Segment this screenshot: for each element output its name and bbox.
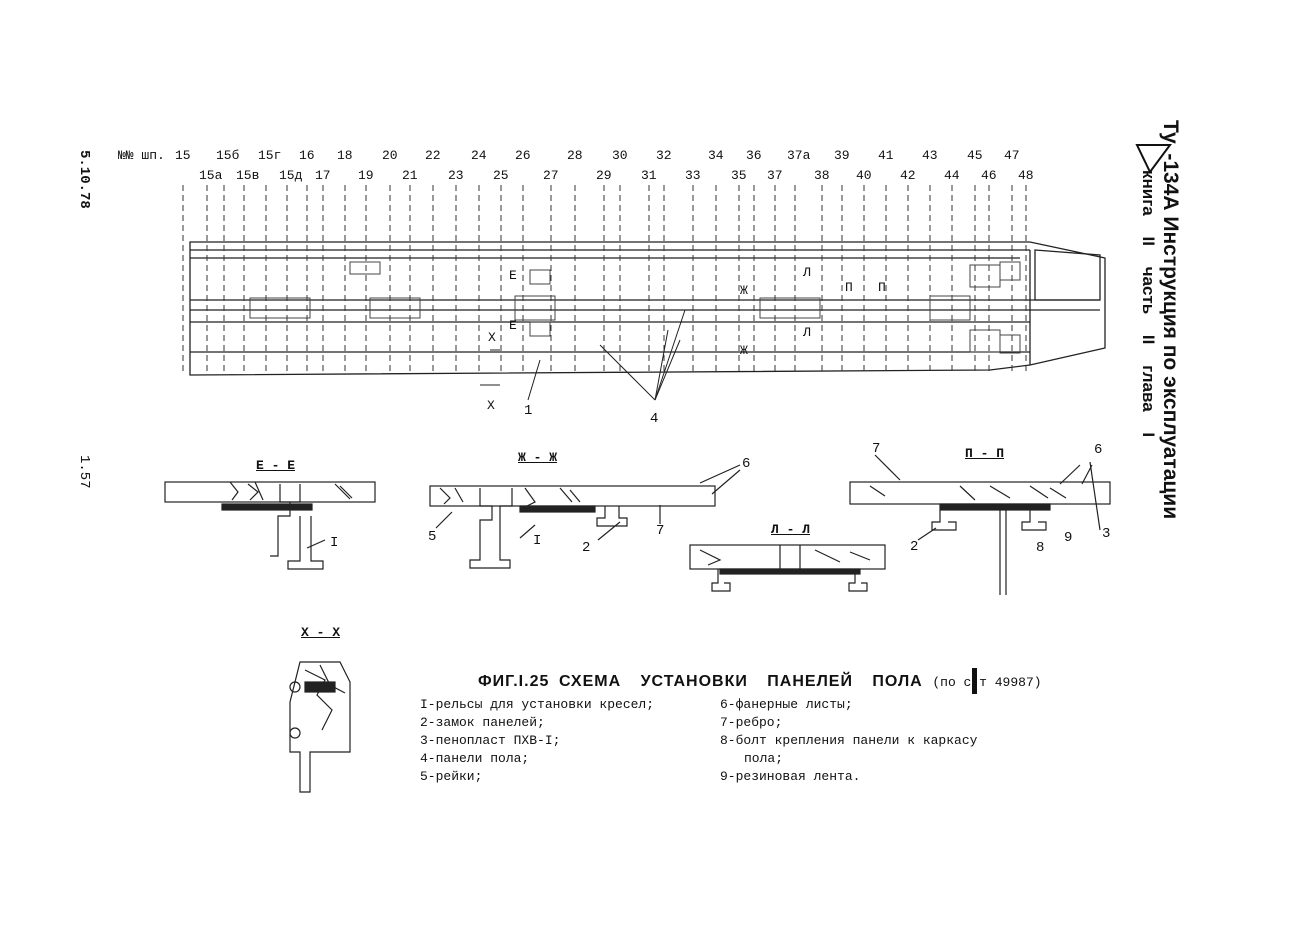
e-callout-1: I (330, 535, 339, 551)
frame-label-bottom: 17 (315, 168, 331, 183)
frame-label-top: 15б (216, 148, 240, 163)
frame-label-top: 47 (1004, 148, 1020, 163)
legend-item: 8-болт крепления панели к каркасу (720, 733, 978, 748)
frame-label-top: 16 (299, 148, 315, 163)
p-callout-9: 9 (1064, 530, 1073, 546)
figure-title: СХЕМА УСТАНОВКИ ПАНЕЛЕЙ ПОЛА (558, 673, 923, 690)
frame-label-bottom: 48 (1018, 168, 1034, 183)
frame-label-top: 36 (746, 148, 762, 163)
frame-label-bottom: 46 (981, 168, 997, 183)
logo-text: Ту (1159, 120, 1182, 144)
section-title-l: Л - Л (771, 522, 811, 537)
frame-label-top: 41 (878, 148, 894, 163)
frame-label-top: 28 (567, 148, 583, 163)
frame-label-top: 30 (612, 148, 628, 163)
frame-label-bottom: 25 (493, 168, 509, 183)
date-stamp: 5.10.78 (76, 150, 92, 209)
frame-label-top: 22 (425, 148, 441, 163)
frame-label-bottom: 38 (814, 168, 830, 183)
frame-label-top: 15г (258, 148, 282, 163)
section-mark-p-right: П (878, 280, 886, 295)
zh-callout-7: 7 (656, 523, 665, 539)
section-mark-x-top: Х (488, 330, 496, 345)
frame-label-bottom: 15в (236, 168, 260, 183)
frame-label-bottom: 21 (402, 168, 418, 183)
plan-callout-4: 4 (650, 411, 659, 427)
frame-label-bottom: 15а (199, 168, 223, 183)
page-number: 1.57 (76, 455, 92, 489)
frame-label-top: 20 (382, 148, 398, 163)
legend-item: I-рельсы для установки кресел; (420, 697, 655, 712)
frame-label-top: 32 (656, 148, 672, 163)
section-mark-l-top: Л (803, 265, 811, 280)
legend-item: 4-панели пола; (420, 751, 530, 766)
legend-item: 6-фанерные листы; (720, 697, 853, 712)
section-mark-x-bottom: Х (487, 398, 495, 413)
doc-subtitle: книга II часть II глава I (1139, 170, 1158, 438)
frame-label-top: 39 (834, 148, 850, 163)
frame-label-bottom: 19 (358, 168, 374, 183)
section-mark-e-top: Е (509, 268, 517, 283)
legend-right: 6-фанерные листы; 7-ребро; 8-болт крепле… (720, 696, 977, 786)
legend-item: пола; (744, 751, 784, 766)
frame-label-bottom: 42 (900, 168, 916, 183)
p-callout-7: 7 (872, 441, 881, 457)
frame-label-top: 34 (708, 148, 724, 163)
section-mark-zh-bottom: Ж (740, 343, 748, 358)
frame-label-bottom: 37 (767, 168, 783, 183)
frame-label-top: 24 (471, 148, 487, 163)
frame-label-bottom: 23 (448, 168, 464, 183)
figure-caption: ФИГ.I.25 СХЕМА УСТАНОВКИ ПАНЕЛЕЙ ПОЛА (п… (478, 673, 1042, 691)
section-title-p: П - П (965, 446, 1005, 461)
frame-label-bottom: 33 (685, 168, 701, 183)
p-callout-2: 2 (910, 539, 919, 555)
frame-label-top: 43 (922, 148, 938, 163)
frame-label-bottom: 15д (279, 168, 303, 183)
figure-number: ФИГ.I.25 (478, 673, 550, 690)
legend-item: 2-замок панелей; (420, 715, 545, 730)
p-callout-6: 6 (1094, 442, 1103, 458)
frame-label-top: 15 (175, 148, 191, 163)
frame-label-bottom: 31 (641, 168, 657, 183)
legend-item: 3-пенопласт ПХВ-I; (420, 733, 561, 748)
frame-label-bottom: 40 (856, 168, 872, 183)
zh-callout-1: I (533, 533, 542, 549)
zh-callout-6: 6 (742, 456, 751, 472)
plan-callout-1: 1 (524, 403, 533, 419)
frame-label-bottom: 35 (731, 168, 747, 183)
frame-label-top: 45 (967, 148, 983, 163)
legend-item: 5-рейки; (420, 769, 483, 784)
frame-label-bottom: 29 (596, 168, 612, 183)
section-mark-zh-top: Ж (740, 283, 748, 298)
section-title-e: Е - Е (256, 458, 296, 473)
legend-item: 9-резиновая лента. (720, 769, 861, 784)
frame-prefix: №№ шп. (118, 148, 165, 163)
zh-callout-2: 2 (582, 540, 591, 556)
section-mark-l-bottom: Л (803, 325, 811, 340)
p-callout-3: 3 (1102, 526, 1111, 542)
figure-reference: (по с-т 49987) (932, 675, 1042, 690)
frame-label-bottom: 27 (543, 168, 559, 183)
zh-callout-5: 5 (428, 529, 437, 545)
frame-label-bottom: 44 (944, 168, 960, 183)
doc-header: Ту -134А Инструкция по эксплуатации (1158, 120, 1182, 519)
section-title-x: Х - Х (301, 625, 341, 640)
legend-item: 7-ребро; (720, 715, 783, 730)
p-callout-8: 8 (1036, 540, 1045, 556)
section-title-zh: Ж - Ж (518, 450, 558, 465)
doc-title: -134А Инструкция по эксплуатации (1159, 153, 1182, 520)
frame-label-top: 37а (787, 148, 811, 163)
section-mark-p-left: П (845, 280, 853, 295)
frame-label-top: 26 (515, 148, 531, 163)
frame-label-top: 18 (337, 148, 353, 163)
legend-left: I-рельсы для установки кресел; 2-замок п… (420, 696, 654, 786)
section-mark-e-bottom: Е (509, 318, 517, 333)
